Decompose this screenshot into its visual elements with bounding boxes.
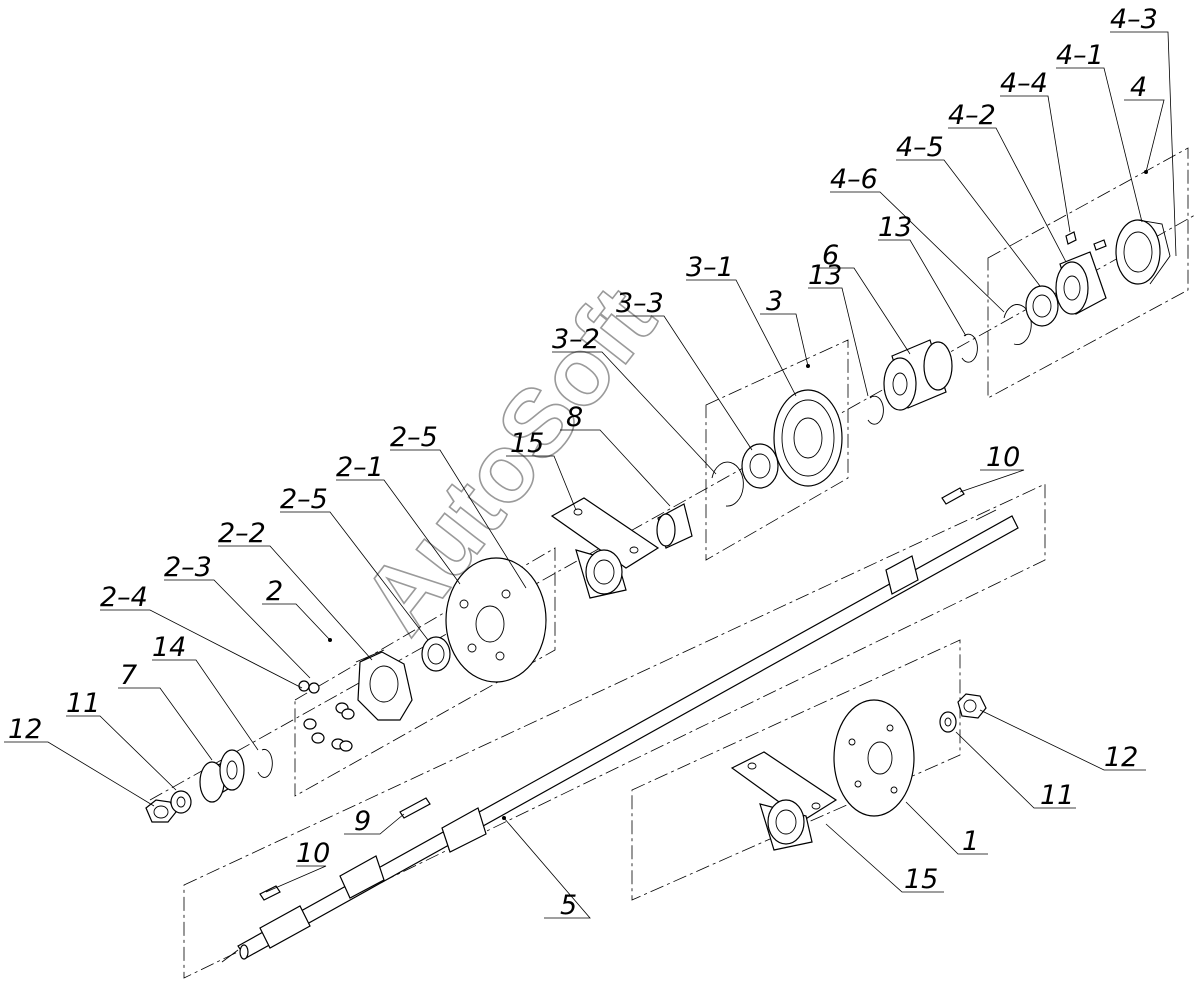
frame-shaft bbox=[183, 483, 1046, 979]
label-4-2: 4–2 bbox=[948, 100, 996, 131]
sprocket-3-1 bbox=[773, 389, 843, 487]
washer-11-right bbox=[939, 711, 957, 733]
label-3-2: 3–2 bbox=[552, 324, 600, 355]
label-11-left: 11 bbox=[66, 688, 100, 719]
label-13-left: 13 bbox=[808, 260, 842, 291]
label-15-lower: 15 bbox=[904, 864, 938, 895]
callout-layer bbox=[4, 31, 1177, 919]
label-2-3: 2–3 bbox=[164, 552, 212, 583]
screw-4-4 bbox=[1065, 231, 1077, 245]
arrow-right bbox=[975, 509, 997, 521]
hub-7 bbox=[199, 749, 245, 803]
key-10-right bbox=[941, 487, 965, 505]
clutch-6 bbox=[883, 339, 953, 411]
label-4-3: 4–3 bbox=[1110, 4, 1158, 35]
label-13-right: 13 bbox=[878, 212, 912, 243]
circlip-13-a bbox=[867, 395, 884, 425]
label-3: 3 bbox=[766, 286, 783, 317]
label-4-5: 4–5 bbox=[896, 132, 944, 163]
label-10-left: 10 bbox=[296, 838, 330, 869]
label-11-right: 11 bbox=[1040, 780, 1074, 811]
label-1: 1 bbox=[962, 826, 979, 857]
flange-2-2 bbox=[355, 649, 413, 721]
group-2-hardware bbox=[298, 680, 355, 752]
label-2-5-upper: 2–5 bbox=[390, 422, 438, 453]
nut-12-right bbox=[957, 693, 987, 719]
arrow-left bbox=[221, 949, 239, 963]
shaft-5 bbox=[237, 515, 1019, 960]
label-2-1: 2–1 bbox=[336, 452, 384, 483]
label-3-1: 3–1 bbox=[686, 252, 734, 283]
label-6: 6 bbox=[822, 240, 839, 271]
label-15-upper: 15 bbox=[510, 428, 544, 459]
pin-4-3 bbox=[1093, 239, 1107, 251]
label-4-1: 4–1 bbox=[1056, 40, 1104, 71]
key-10-left bbox=[259, 885, 281, 901]
disk-1 bbox=[833, 699, 915, 817]
label-2-4: 2–4 bbox=[100, 582, 148, 613]
label-7: 7 bbox=[120, 660, 137, 691]
label-2: 2 bbox=[266, 576, 283, 607]
bearing-2-5-a bbox=[421, 636, 451, 672]
pillow-block-15-upper bbox=[550, 497, 660, 599]
washer-11-left bbox=[170, 790, 192, 814]
pillow-block-15-lower bbox=[730, 751, 838, 851]
label-12-left: 12 bbox=[8, 714, 42, 745]
label-4: 4 bbox=[1130, 72, 1147, 103]
frame-group-3 bbox=[705, 339, 849, 561]
label-5: 5 bbox=[560, 890, 577, 921]
circlip-13-b bbox=[961, 333, 978, 363]
label-4-6: 4–6 bbox=[830, 164, 878, 195]
label-8: 8 bbox=[566, 402, 583, 433]
bearing-4-5 bbox=[1025, 285, 1059, 327]
label-12-right: 12 bbox=[1104, 742, 1138, 773]
sprocket-4-1 bbox=[1115, 219, 1171, 285]
label-3-3: 3–3 bbox=[616, 288, 664, 319]
bearing-3-3 bbox=[741, 443, 779, 489]
frame-support bbox=[631, 639, 961, 901]
label-9: 9 bbox=[354, 806, 371, 837]
housing-4-2 bbox=[1055, 251, 1107, 315]
bushing-8 bbox=[656, 503, 693, 549]
label-4-4: 4–4 bbox=[1000, 68, 1048, 99]
circlip-14 bbox=[257, 748, 273, 778]
label-10-right: 10 bbox=[986, 442, 1020, 473]
circlip-3-2 bbox=[711, 461, 744, 507]
callout-labels: 4–3 4–1 4 4–4 4–2 4–5 4–6 13 6 13 3–1 3 … bbox=[8, 4, 1158, 921]
key-9 bbox=[399, 797, 431, 819]
label-2-5-lower: 2–5 bbox=[280, 484, 328, 515]
label-14: 14 bbox=[152, 632, 186, 663]
frame-group-4 bbox=[987, 147, 1189, 399]
disk-2-1 bbox=[445, 557, 547, 683]
label-2-2: 2–2 bbox=[218, 518, 266, 549]
